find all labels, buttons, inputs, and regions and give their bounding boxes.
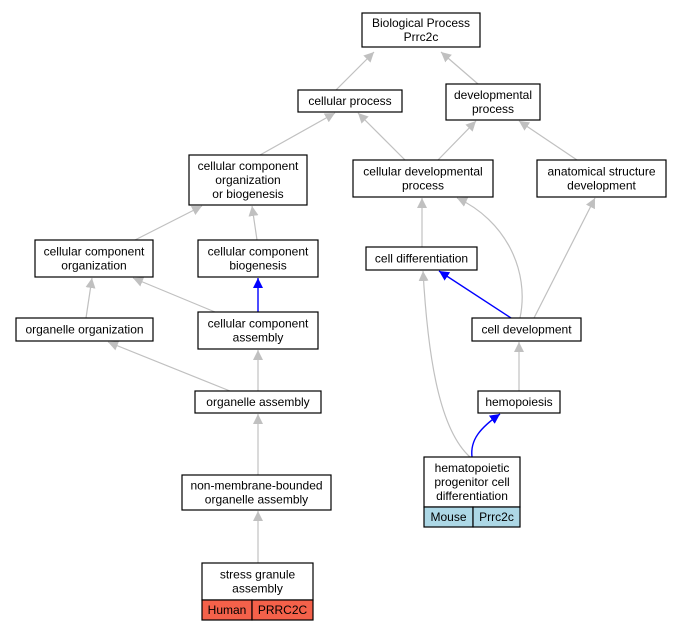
node-box	[423, 456, 521, 508]
edge-developmental-process-to-bp	[440, 51, 479, 85]
node-hemopoiesis[interactable]: hemopoiesis	[477, 390, 561, 414]
species-tag: Human PRRC2C	[201, 599, 314, 621]
node-label-line: cellular component	[208, 317, 309, 331]
gene-label: Prrc2c	[479, 510, 514, 524]
node-label-line: biogenesis	[229, 259, 286, 273]
gene-cell	[472, 506, 521, 528]
edge-cell-dev-to-cell-diff	[438, 270, 512, 319]
node-label-line: cellular component	[208, 245, 309, 259]
node-label-line: hematopoietic	[435, 461, 510, 475]
edge-cco-to-ccob	[134, 205, 203, 241]
node-label-line: cell development	[481, 323, 572, 337]
edge-cell-dev-to-cdp	[456, 197, 523, 319]
node-label-line: stress granule	[220, 568, 296, 582]
node-label-line: assembly	[232, 582, 283, 596]
node-label-line: Biological Process	[372, 16, 470, 30]
node-label-line: developmental	[454, 88, 532, 102]
node-label-line: cellular component	[44, 245, 145, 259]
node-label-line: process	[402, 179, 444, 193]
node-label-line: cellular developmental	[363, 165, 482, 179]
edge-ccob-to-cellular-process	[259, 112, 336, 156]
species-label: Mouse	[430, 510, 466, 524]
gene-label: PRRC2C	[258, 603, 308, 617]
edge-org-assembly-to-org-org	[107, 341, 231, 392]
edges	[85, 51, 596, 563]
node-label-line: process	[472, 102, 514, 116]
edge-cdp-to-cellular-process	[357, 112, 406, 161]
node-org-org[interactable]: organelle organization	[15, 317, 154, 342]
edge-cell-dev-to-asd	[533, 197, 596, 319]
node-box	[445, 83, 541, 121]
edge-hpcd-to-hemopoiesis	[471, 413, 501, 458]
node-box	[297, 89, 403, 113]
node-label-line: assembly	[233, 331, 284, 345]
node-box	[15, 317, 154, 342]
gene-cell	[251, 599, 314, 621]
node-label-line: organization	[215, 173, 280, 187]
node-label-line: Prrc2c	[404, 30, 439, 44]
node-box	[365, 246, 478, 271]
node-box	[477, 390, 561, 414]
node-box	[188, 154, 308, 206]
edge-cca-to-cco	[132, 277, 216, 313]
node-org-assembly[interactable]: organelle assembly	[194, 390, 322, 414]
node-label-line: organelle assembly	[206, 395, 309, 409]
node-box	[361, 12, 481, 48]
node-label-line: cell differentiation	[375, 252, 468, 266]
node-label-line: or biogenesis	[212, 187, 283, 201]
node-box	[197, 311, 319, 350]
node-label-line: progenitor cell	[434, 475, 509, 489]
node-label-line: differentiation	[436, 489, 508, 503]
node-label-line: cellular process	[308, 94, 391, 108]
node-label-line: organelle organization	[25, 323, 143, 337]
node-label-line: development	[567, 179, 636, 193]
node-cell-diff[interactable]: cell differentiation	[365, 246, 478, 271]
node-box	[194, 390, 322, 414]
node-cell-dev[interactable]: cell development	[471, 317, 582, 342]
edge-cdp-to-developmental-process	[437, 120, 477, 161]
node-box	[352, 159, 494, 198]
node-label-line: anatomical structure	[547, 165, 655, 179]
edge-ccb-to-ccob	[248, 205, 259, 241]
node-label-line: hemopoiesis	[485, 395, 552, 409]
node-label-line: organelle assembly	[205, 493, 308, 507]
node-box	[536, 159, 667, 198]
node-cellular-process[interactable]: cellular process	[297, 89, 403, 113]
node-label-line: non-membrane-bounded	[190, 479, 322, 493]
edge-hpcd-to-cell-diff	[418, 270, 471, 458]
node-label-line: cellular component	[198, 159, 299, 173]
node-label-line: organization	[61, 259, 126, 273]
node-box	[471, 317, 582, 342]
species-tag: Mouse Prrc2c	[423, 506, 521, 528]
node-box	[34, 239, 154, 278]
node-box	[197, 239, 319, 278]
edge-org-org-to-cco	[85, 277, 96, 319]
edge-asd-to-developmental-process	[518, 120, 578, 161]
node-box	[181, 474, 332, 511]
edge-cellular-process-to-bp	[335, 51, 375, 91]
species-label: Human	[208, 603, 247, 617]
